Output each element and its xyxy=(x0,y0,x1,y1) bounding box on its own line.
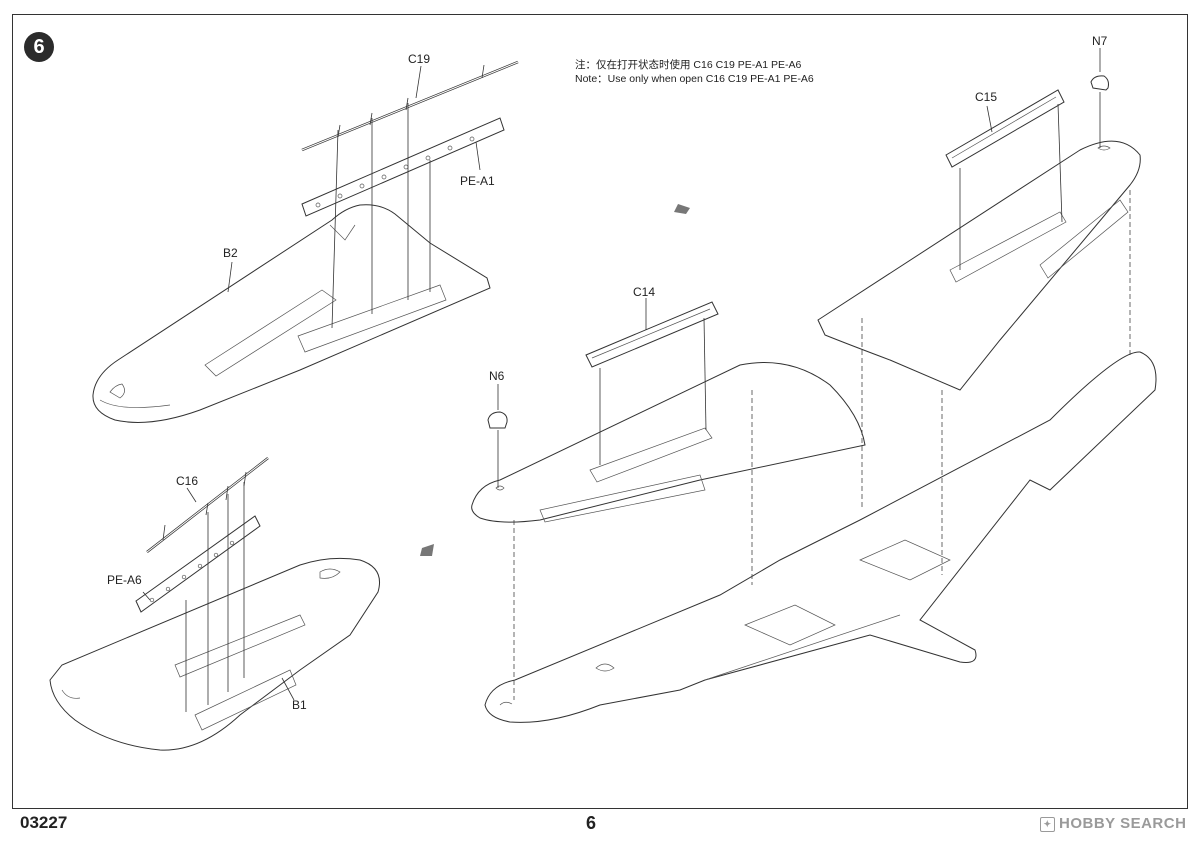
watermark-logo-icon: ✦ xyxy=(1040,816,1055,832)
label-c14: C14 xyxy=(633,285,656,299)
label-pe-a6: PE-A6 xyxy=(107,573,142,587)
photo-etch-part-pe-a6 xyxy=(135,515,261,613)
light-part-n7 xyxy=(1090,75,1109,91)
label-b2: B2 xyxy=(223,246,238,260)
product-code: 03227 xyxy=(20,813,68,832)
guide-lines-center xyxy=(497,92,1131,700)
label-pe-a1: PE-A1 xyxy=(460,174,495,188)
label-c16: C16 xyxy=(176,474,199,488)
page-number: 6 xyxy=(586,813,597,833)
wing-lower-center xyxy=(484,351,1157,723)
note-english: Note：Use only when open C16 C19 PE-A1 PE… xyxy=(575,73,814,85)
label-c15: C15 xyxy=(975,90,998,104)
step-number-badge: 6 xyxy=(24,32,54,62)
label-leader-lines xyxy=(142,48,1101,701)
wing-upper-left-half xyxy=(471,362,866,523)
direction-arrows xyxy=(420,204,690,556)
wing-part-b2 xyxy=(92,204,491,423)
clear-part-c15 xyxy=(945,89,1065,168)
light-part-n6 xyxy=(487,411,508,429)
guide-lines-lower-left xyxy=(185,482,245,712)
label-n7: N7 xyxy=(1092,34,1108,48)
label-b1: B1 xyxy=(292,698,307,712)
wing-upper-right-half xyxy=(817,140,1141,391)
guide-lines-upper-left xyxy=(331,103,431,329)
rod-part-c16 xyxy=(146,457,269,553)
label-c19: C19 xyxy=(408,52,431,66)
label-n6: N6 xyxy=(489,369,505,383)
note-chinese: 注：仅在打开状态时使用 C16 C19 PE-A1 PE-A6 xyxy=(575,59,802,71)
wing-part-b1 xyxy=(49,557,380,751)
clear-part-c14 xyxy=(585,301,719,368)
watermark: ✦HOBBY SEARCH xyxy=(1040,815,1186,832)
photo-etch-part-pe-a1 xyxy=(301,117,505,217)
watermark-text: HOBBY SEARCH xyxy=(1059,815,1187,832)
